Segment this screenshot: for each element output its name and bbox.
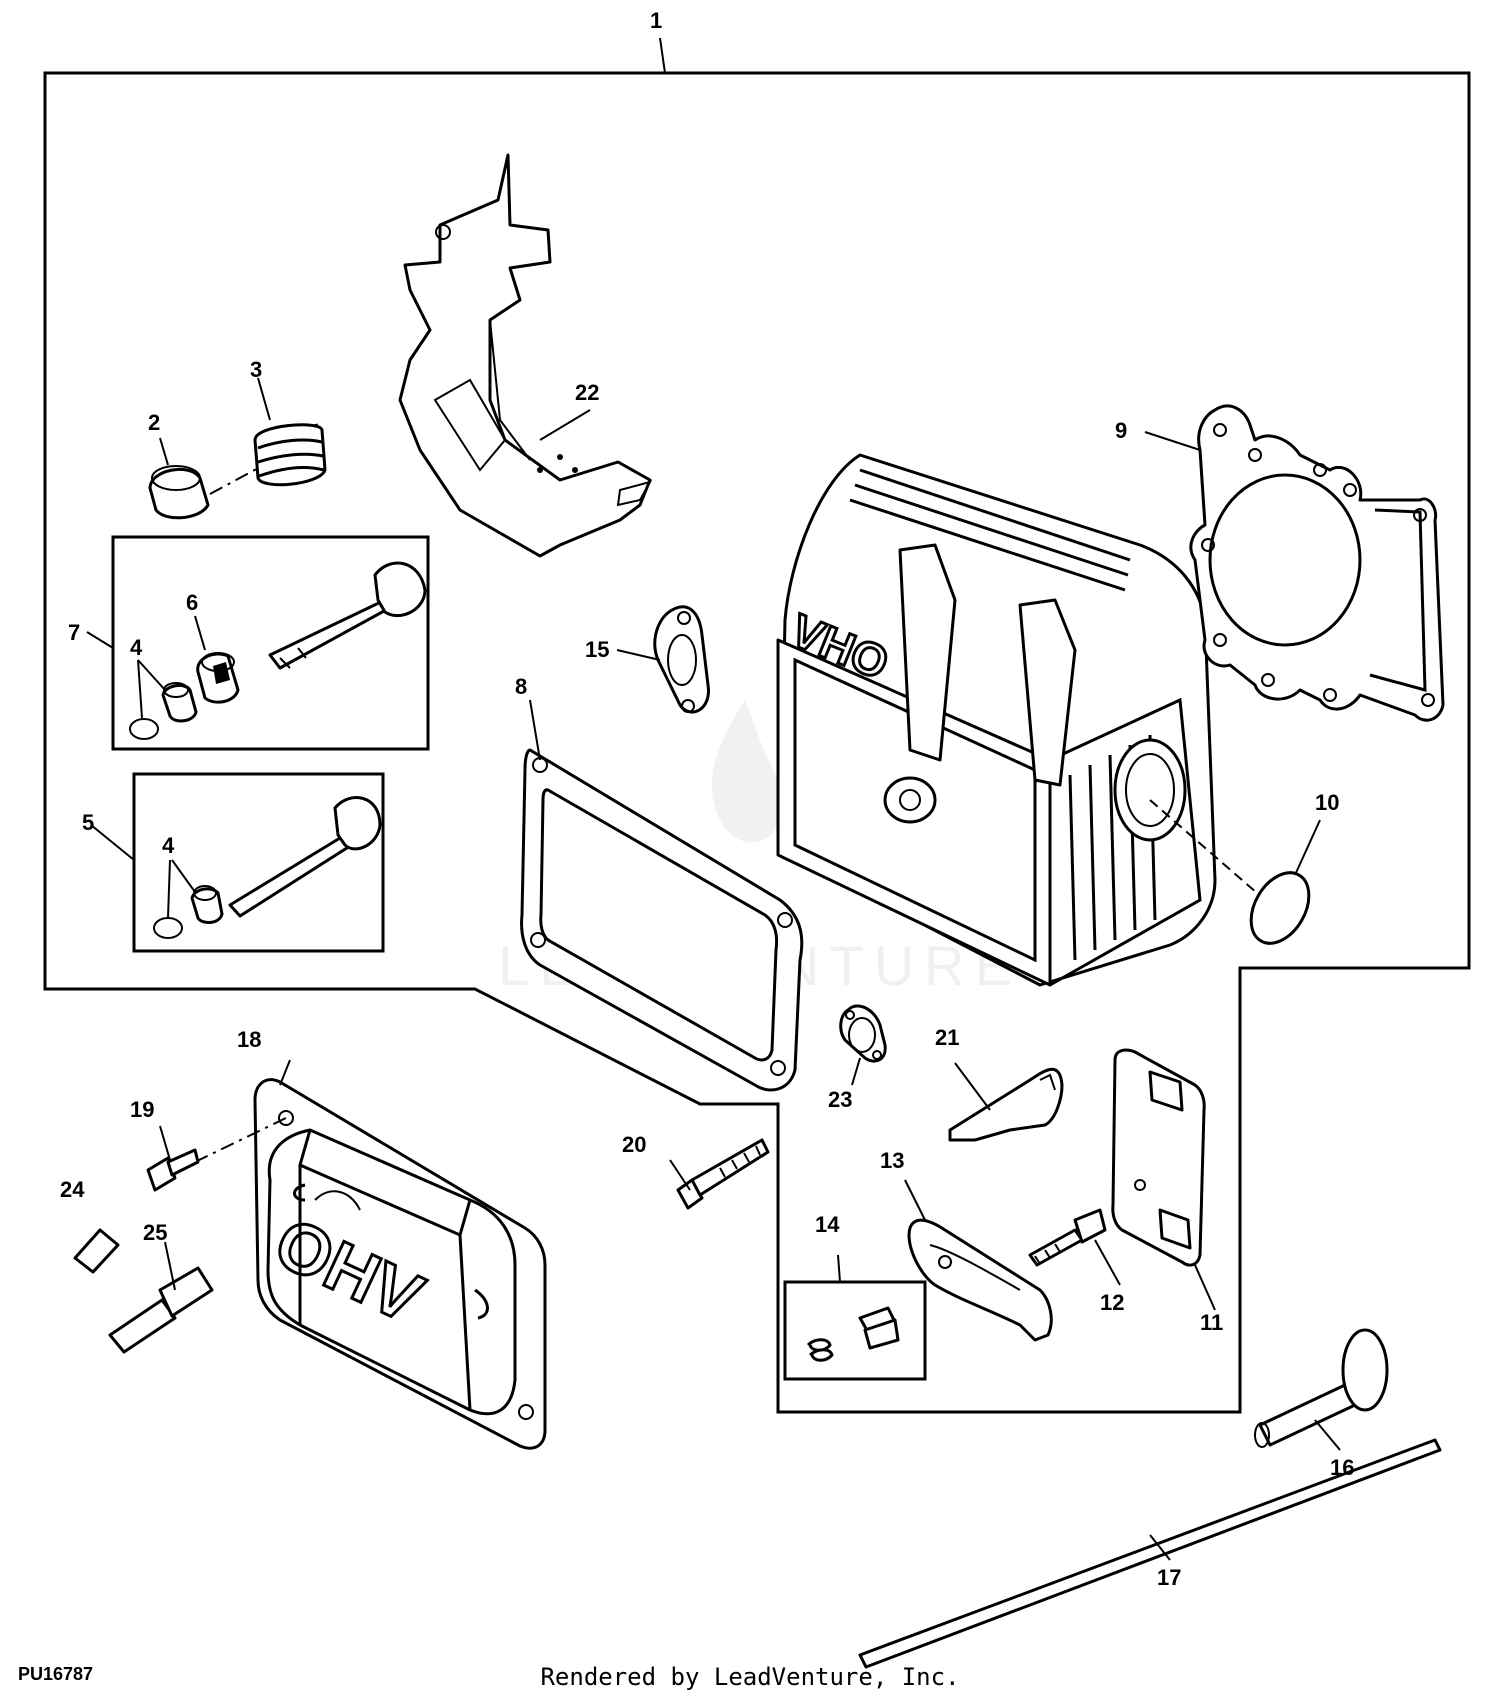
valve-spring-cap: [148, 465, 210, 520]
render-credit: Rendered by LeadVenture, Inc.: [540, 1663, 959, 1691]
callout-21: 21: [935, 1025, 959, 1050]
callout-19: 19: [130, 1097, 154, 1122]
callout-18: 18: [237, 1027, 261, 1052]
callout-10: 10: [1315, 790, 1339, 815]
figure-id: PU16787: [18, 1664, 93, 1684]
callout-7: 7: [68, 620, 80, 645]
callout-5: 5: [82, 810, 94, 835]
deflector-shield: [948, 1067, 1064, 1142]
valve-tappet: [1254, 1328, 1389, 1448]
callout-23: 23: [828, 1087, 852, 1112]
valve-keepers-lower: [153, 885, 224, 939]
rocker-kit-parts: [806, 1306, 900, 1362]
callout-14: 14: [815, 1212, 840, 1237]
callout-2: 2: [148, 410, 160, 435]
callout-4b: 4: [162, 833, 175, 858]
dowel-pin: [73, 1228, 120, 1274]
callout-20: 20: [622, 1132, 646, 1157]
intake-valve-kit-box: [111, 535, 430, 751]
callout-8: 8: [515, 674, 527, 699]
cover-screw: [146, 1148, 200, 1192]
callout-numbers: 1 2 3 4 4 5 6 7 8 9 10 11 12 13 14 15 16…: [60, 8, 1354, 1590]
screw-to-cover-line: [194, 1117, 287, 1163]
air-guide-shroud: [398, 153, 653, 558]
valve-spring: [253, 423, 327, 487]
callout-11: 11: [1200, 1310, 1223, 1335]
o-ring: [1249, 871, 1311, 945]
callout-12: 12: [1100, 1290, 1124, 1315]
callout-6: 6: [186, 590, 198, 615]
valve-cover-gasket: [520, 748, 804, 1092]
valve-keepers-upper: [129, 682, 198, 740]
callout-22: 22: [575, 380, 599, 405]
callout-25: 25: [143, 1220, 167, 1245]
locating-pin: [108, 1266, 214, 1354]
callout-24: 24: [60, 1177, 85, 1202]
small-gasket: [839, 1004, 887, 1063]
intake-gasket: [653, 605, 710, 714]
callout-13: 13: [880, 1148, 904, 1173]
valve-cover: OHV: [253, 1078, 547, 1450]
rocker-arm: [907, 1218, 1053, 1342]
cylinder-head: OHV: [776, 453, 1217, 987]
head-bolt: [676, 1138, 770, 1210]
cap-to-spring-line: [209, 465, 263, 495]
push-rod-guide-plate: [1111, 1048, 1206, 1267]
callout-17: 17: [1157, 1565, 1181, 1590]
exhaust-valve-kit-box: [132, 772, 385, 953]
callout-3: 3: [250, 357, 262, 382]
push-rod: [858, 1438, 1442, 1669]
exhaust-valve: [228, 796, 382, 918]
callout-15: 15: [585, 637, 609, 662]
rocker-kit-box: [783, 1280, 927, 1381]
leader-lines: [86, 37, 1341, 1561]
callout-16: 16: [1330, 1455, 1354, 1480]
rocker-stud: [1028, 1208, 1107, 1267]
callout-9: 9: [1115, 418, 1127, 443]
head-gasket: [1189, 404, 1445, 722]
assembly-boundary: [43, 71, 1471, 1414]
intake-valve: [268, 561, 427, 670]
valve-stem-seal: [196, 652, 240, 704]
callout-1: 1: [650, 8, 662, 33]
callout-4a: 4: [130, 635, 143, 660]
head-to-oring-line: [1149, 799, 1266, 901]
